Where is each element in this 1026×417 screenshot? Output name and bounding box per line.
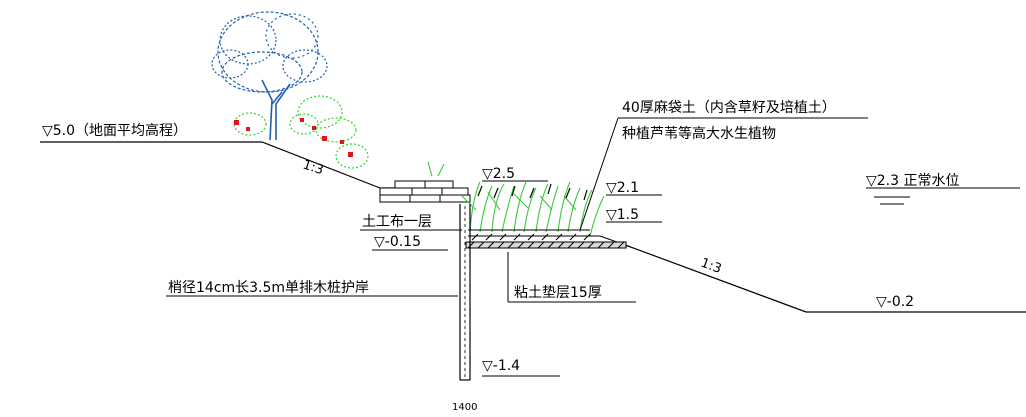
timber-pile-note: 梢径14cm长3.5m单排木桩护岸 bbox=[168, 279, 369, 296]
ground-level-label: ▽5.0（地面平均高程） bbox=[42, 122, 187, 139]
sandbag-stack bbox=[379, 180, 471, 203]
level-neg-0-2-label: ▽-0.2 bbox=[876, 294, 914, 310]
reed-planting bbox=[427, 161, 605, 237]
tree-illustration bbox=[211, 11, 328, 141]
clay-cushion-label: 粘土垫层15厚 bbox=[514, 285, 602, 301]
upper-slope-ratio: 1:3 bbox=[301, 158, 326, 179]
planting-species-note: 种植芦苇等高大水生植物 bbox=[622, 125, 776, 142]
level-neg-0-15-label: ▽-0.15 bbox=[374, 234, 421, 250]
level-1-5-label: ▽1.5 bbox=[606, 207, 639, 223]
shrub-illustration bbox=[233, 95, 369, 169]
level-2-5-label: ▽2.5 bbox=[482, 166, 515, 182]
timber-pile bbox=[459, 204, 471, 381]
normal-water-level-label: ▽2.3 正常水位 bbox=[866, 173, 959, 189]
planting-bed bbox=[468, 229, 629, 247]
planting-bag-note: 40厚麻袋土（内含草籽及培植土） bbox=[622, 100, 836, 116]
geotextile-label: 土工布一层 bbox=[362, 214, 432, 230]
pile-length-footer: 1400 bbox=[452, 402, 477, 413]
level-2-1-label: ▽2.1 bbox=[606, 180, 639, 196]
reed-seedheads bbox=[477, 183, 588, 201]
clay-cushion-layer bbox=[465, 241, 627, 249]
annotation-text: ▽5.0（地面平均高程） 1:3 ▽2.5 ▽2.1 ▽1.5 ▽2.3 正常水… bbox=[42, 100, 959, 413]
annotation-leaders bbox=[166, 117, 1020, 377]
lower-slope-ratio: 1:3 bbox=[699, 256, 724, 277]
level-neg-1-4-label: ▽-1.4 bbox=[482, 358, 520, 374]
